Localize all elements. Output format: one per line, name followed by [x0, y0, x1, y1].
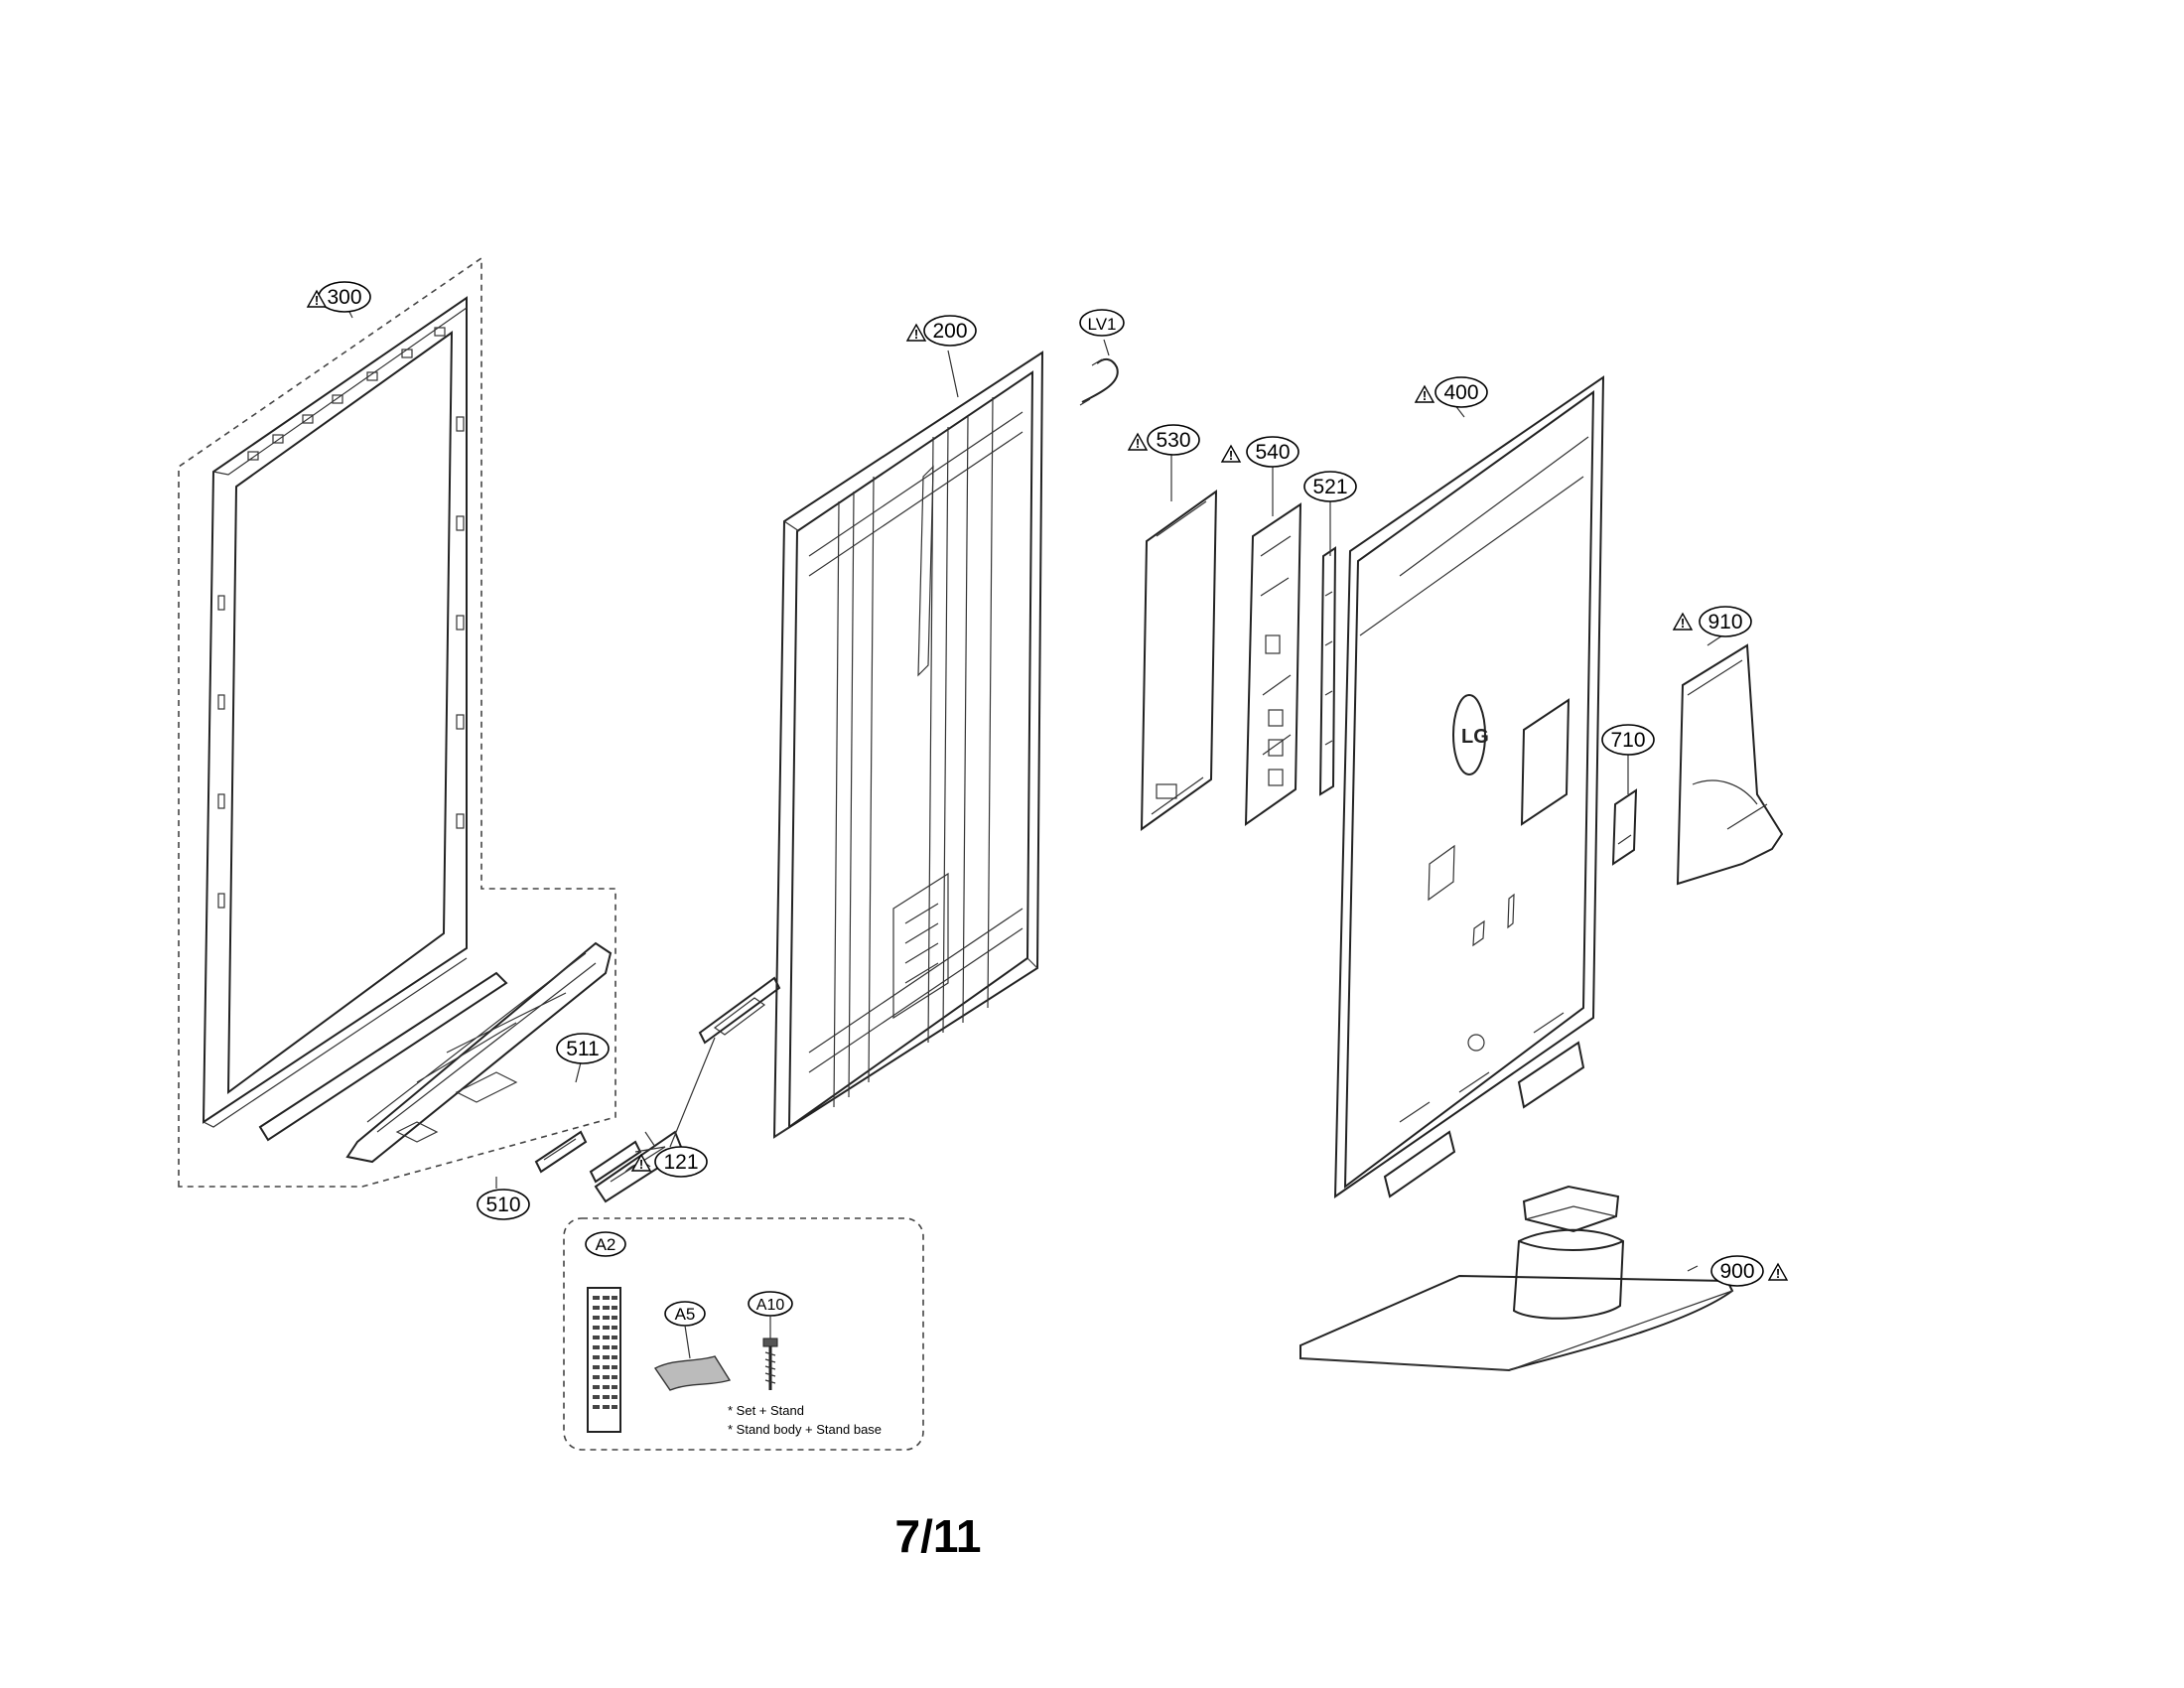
callout-900: 900 — [1710, 1255, 1764, 1287]
svg-text:521: 521 — [1312, 476, 1347, 498]
sub-board-521 — [1318, 546, 1337, 796]
panel-module-frame — [698, 351, 1119, 1139]
callout-lv1: LV1 — [1079, 309, 1125, 337]
remote-control-icon — [587, 1287, 621, 1433]
callout-400: 400 — [1434, 376, 1488, 408]
warning-icon-910: ! — [1672, 612, 1694, 631]
callout-a5: A5 — [664, 1301, 706, 1327]
svg-text:A10: A10 — [756, 1297, 785, 1314]
accessories-box: A2 A5 — [563, 1217, 924, 1451]
svg-text:511: 511 — [566, 1038, 599, 1060]
stand-base-900 — [1299, 1185, 1734, 1372]
callout-530: 530 — [1147, 424, 1200, 456]
callout-710: 710 — [1601, 724, 1655, 756]
lg-logo-text: LG — [1461, 726, 1489, 748]
warning-icon-300: ! — [306, 289, 328, 308]
svg-text:900: 900 — [1719, 1260, 1754, 1283]
page-number: 7/11 — [894, 1510, 982, 1562]
callout-511: 511 — [556, 1033, 610, 1064]
callout-510: 510 — [477, 1189, 530, 1220]
callout-910: 910 — [1699, 606, 1752, 637]
warning-icon-530: ! — [1127, 432, 1149, 451]
warning-icon-900: ! — [1767, 1262, 1789, 1281]
stand-cover-910 — [1676, 643, 1784, 886]
svg-text:A2: A2 — [596, 1235, 616, 1254]
part-710 — [1611, 788, 1638, 866]
svg-text:A5: A5 — [675, 1305, 696, 1324]
svg-text:530: 530 — [1156, 429, 1190, 452]
svg-text:LV1: LV1 — [1088, 315, 1117, 334]
svg-text:!: ! — [1776, 1266, 1780, 1281]
svg-text:910: 910 — [1707, 611, 1742, 633]
svg-text:!: ! — [315, 293, 319, 308]
svg-text:!: ! — [1681, 616, 1685, 631]
svg-text:!: ! — [1136, 436, 1140, 451]
leader-lines — [341, 297, 1723, 1272]
svg-text:200: 200 — [932, 320, 967, 343]
front-bezel-assembly — [178, 256, 616, 1188]
callout-200: 200 — [923, 315, 977, 347]
back-cover-400: LG — [1333, 375, 1605, 1198]
svg-text:710: 710 — [1610, 729, 1645, 752]
callout-121: 121 — [654, 1146, 708, 1178]
svg-text:!: ! — [1229, 448, 1233, 463]
callout-540: 540 — [1246, 436, 1299, 468]
svg-text:!: ! — [1423, 388, 1427, 403]
svg-text:510: 510 — [485, 1194, 520, 1216]
svg-text:300: 300 — [327, 286, 361, 309]
svg-text:400: 400 — [1443, 381, 1478, 404]
svg-text:!: ! — [639, 1157, 643, 1172]
callout-521: 521 — [1303, 471, 1357, 502]
note-stand-body-base: * Stand body + Stand base — [728, 1422, 882, 1437]
accessory-notes: * Set + Stand * Stand body + Stand base — [728, 1403, 882, 1437]
svg-text:121: 121 — [663, 1151, 698, 1174]
svg-text:!: ! — [914, 327, 918, 342]
note-set-stand: * Set + Stand — [728, 1403, 804, 1418]
warning-icon-540: ! — [1220, 444, 1242, 463]
warning-icon-121: ! — [630, 1153, 652, 1172]
warning-icon-400: ! — [1414, 384, 1435, 403]
callout-a2: A2 — [585, 1231, 626, 1257]
callout-a10: A10 — [748, 1291, 793, 1317]
svg-text:540: 540 — [1255, 441, 1290, 464]
screw-icon — [762, 1316, 778, 1390]
warning-icon-200: ! — [905, 323, 927, 342]
power-board-530 — [1140, 490, 1218, 831]
main-board-540 — [1244, 502, 1302, 826]
callout-300: 300 — [318, 281, 371, 313]
cleaning-cloth-icon — [653, 1325, 732, 1391]
